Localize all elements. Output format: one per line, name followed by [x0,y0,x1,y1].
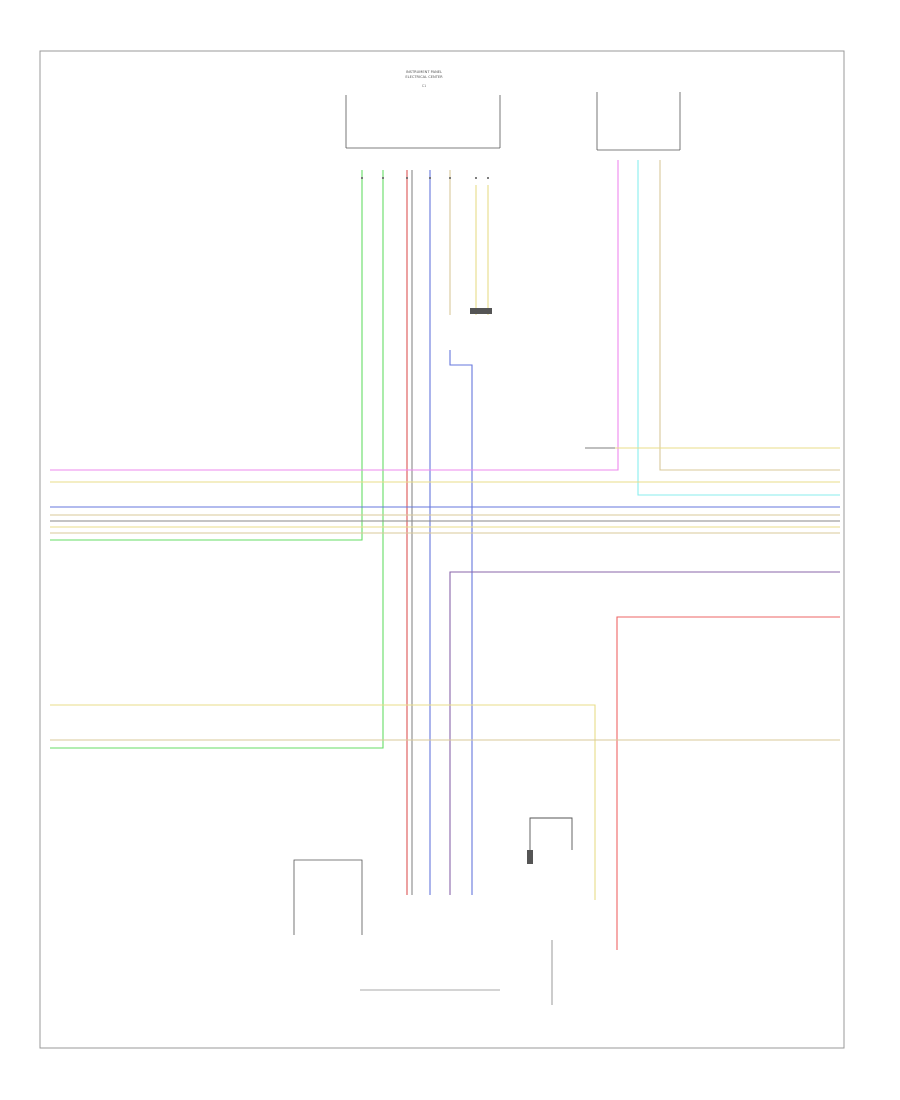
diagram-border [39,50,845,1049]
top-right-module [596,92,681,151]
wire-green-top [50,170,363,541]
wire-purple-h [449,571,840,895]
splice-connector [470,308,492,314]
top-module-title-1: INSTRUMENT PANEL [406,70,442,74]
top-module-connector: C1 [422,84,426,88]
horizontal-bus-wires [50,481,840,950]
wire-tan-lower [50,704,596,900]
wire-green-bottom [50,170,384,749]
wire-cyan-vertical [637,160,840,496]
top-right-vertical-wires [50,160,840,496]
wire-blue-splice [449,350,473,895]
pin-dot [406,177,408,179]
pin-dot [449,177,451,179]
wire-red-right [616,616,840,950]
pin-dot [429,177,431,179]
bottom-right-component [527,817,573,1005]
top-module-title-2: ELECTRICAL CENTER [405,75,443,79]
bottom-left-bracket [293,859,363,935]
wire-tan-right-vertical [659,160,840,471]
top-module-pins [361,177,489,179]
pin-dot [382,177,384,179]
bottom-left-component [293,859,363,935]
pin-dot [475,177,477,179]
pin-dot [361,177,363,179]
top-module: INSTRUMENT PANEL ELECTRICAL CENTER C1 [345,70,501,149]
wire-pink-vertical [50,160,619,471]
bottom-right-block [527,850,533,864]
splice-block [470,308,492,314]
bottom-right-bracket [529,817,573,860]
pin-dot [487,177,489,179]
